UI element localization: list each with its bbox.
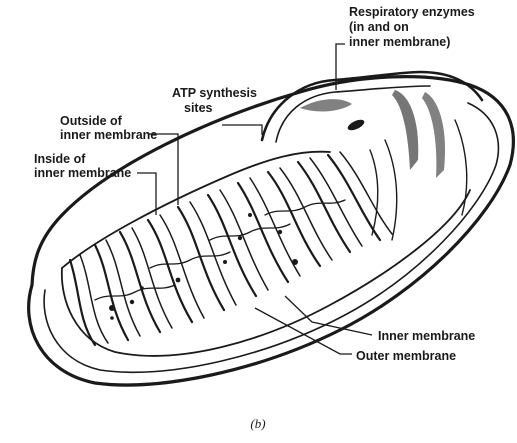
label-respiratory-enzymes: Respiratory enzymes (in and on inner mem… xyxy=(349,5,478,49)
label-respiratory-enzymes-line1: Respiratory enzymes xyxy=(349,5,475,19)
label-outer-membrane: Outer membrane xyxy=(356,349,456,363)
label-inside-inner-membrane-line2: inner membrane xyxy=(34,166,131,180)
upper-lobe-shape xyxy=(262,72,482,240)
label-outside-inner-membrane: Outside of inner membrane xyxy=(60,114,157,142)
label-atp-synthesis-line1: ATP synthesis xyxy=(172,86,257,100)
label-inner-membrane: Inner membrane xyxy=(378,329,475,343)
leader-inside-inner-membrane xyxy=(137,173,156,215)
figure-caption: (b) xyxy=(250,416,265,431)
leader-inner-membrane xyxy=(285,296,372,335)
label-respiratory-enzymes-line2: (in and on xyxy=(349,20,409,34)
label-outside-inner-membrane-line1: Outside of xyxy=(60,114,123,128)
label-inside-inner-membrane-line1: Inside of xyxy=(34,152,86,166)
label-inside-inner-membrane: Inside of inner membrane xyxy=(34,152,131,180)
label-atp-synthesis-line2: sites xyxy=(184,101,213,115)
label-outside-inner-membrane-line2: inner membrane xyxy=(60,128,157,142)
label-respiratory-enzymes-line3: inner membrane) xyxy=(349,35,450,49)
inner-membrane-shape xyxy=(62,152,470,356)
leader-atp-synthesis xyxy=(222,125,262,135)
